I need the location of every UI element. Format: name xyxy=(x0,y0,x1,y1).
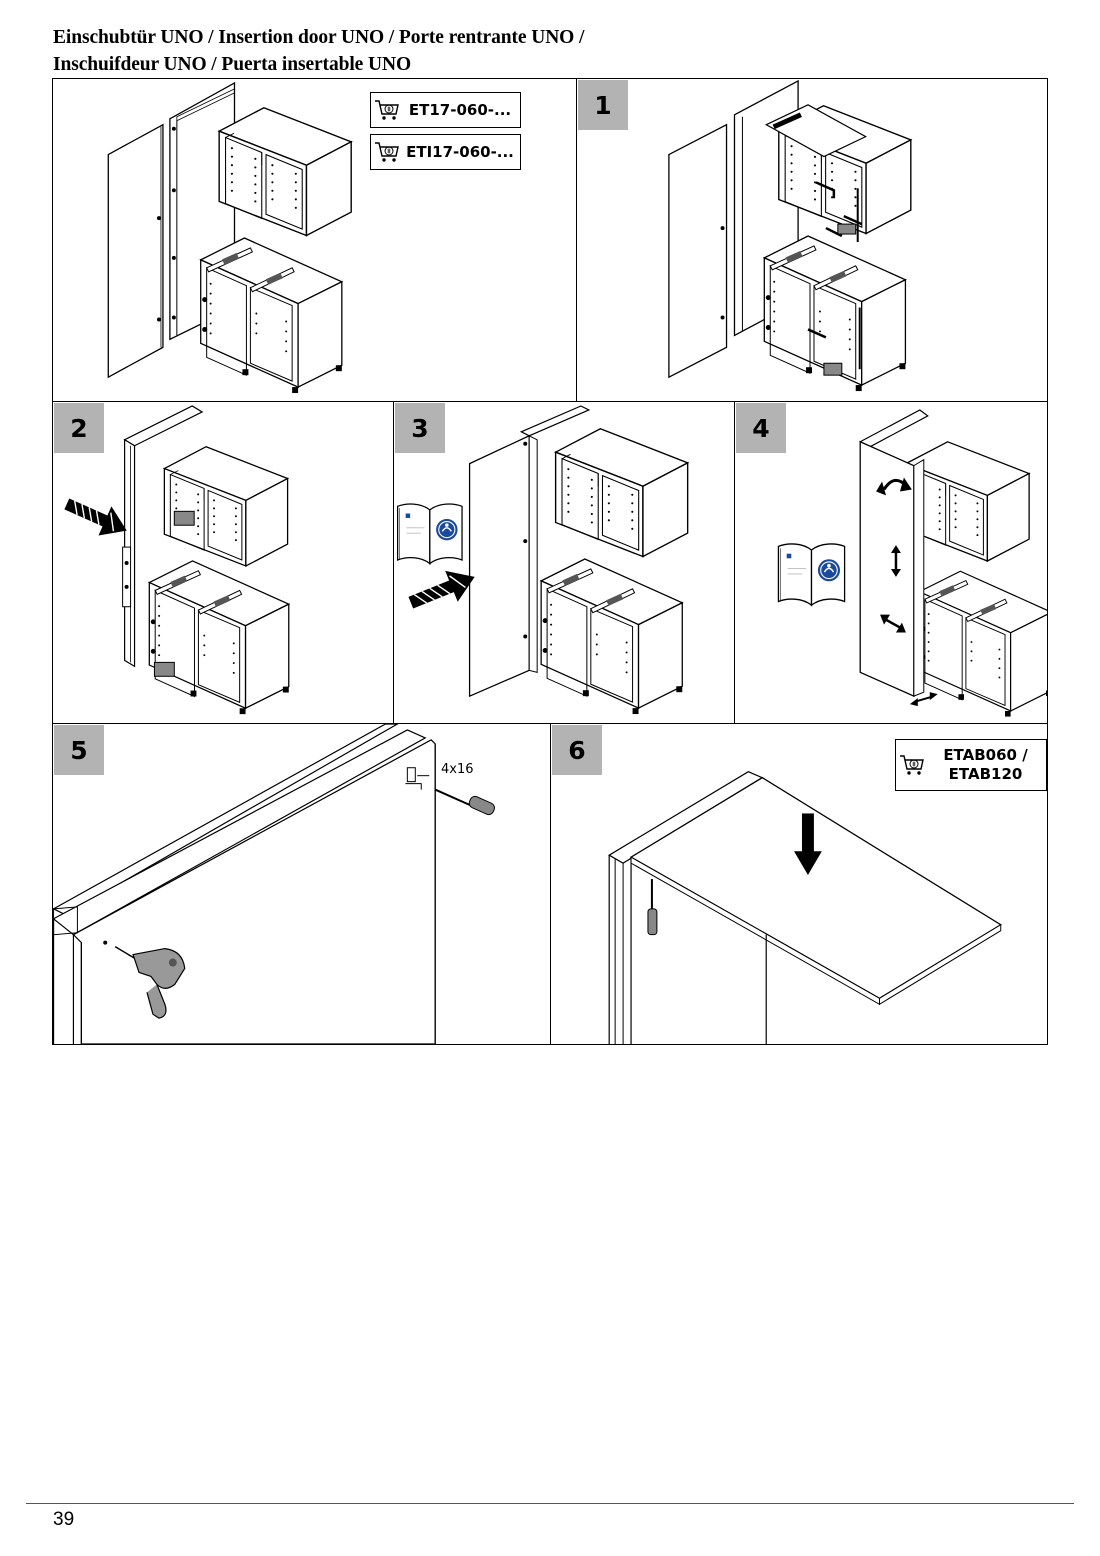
shopping-cart-icon xyxy=(374,141,400,163)
step-number-6: 6 xyxy=(552,725,602,775)
step-6-illustration xyxy=(608,771,1002,1044)
step-number-4: 4 xyxy=(736,403,786,453)
overview-panel: ET17-060-... ETI17-060-... xyxy=(52,78,577,402)
step-5-illustration xyxy=(53,724,496,1044)
step-1-panel: 1 xyxy=(576,78,1048,402)
page-title: Einschubtür UNO / Insertion door UNO / P… xyxy=(53,24,584,78)
manual-book-icon xyxy=(777,543,846,606)
step-2-illustration xyxy=(59,405,290,715)
part-code-door-kit: ET17-060-... xyxy=(408,100,512,119)
shopping-cart-icon xyxy=(374,99,400,121)
screwdriver-icon xyxy=(434,788,496,816)
step-3-illustration xyxy=(396,405,689,715)
part-box-door-kit: ET17-060-... xyxy=(370,92,521,128)
overview-illustration xyxy=(107,81,352,394)
part-code-top-kit: ETAB060 / ETAB120 xyxy=(943,746,1028,783)
step-1-illustration xyxy=(668,79,912,392)
push-arrow-icon xyxy=(59,488,134,546)
step-4-illustration xyxy=(777,409,1047,718)
manual-book-icon xyxy=(396,503,463,565)
drill-icon xyxy=(114,945,186,1019)
title-line-2: Inschuifdeur UNO / Puerta insertable UNO xyxy=(53,54,412,75)
part-box-door-kit-alt: ETI17-060-... xyxy=(370,134,521,170)
shopping-cart-icon xyxy=(899,754,925,776)
step-3-panel: 3 xyxy=(393,401,735,724)
footer-divider xyxy=(26,1503,1074,1504)
down-arrow-icon xyxy=(794,813,822,876)
depth-adjust-arrow-icon xyxy=(880,614,938,707)
screw-spec-label: 4x16 xyxy=(441,762,474,777)
part-code-door-kit-alt: ETI17-060-... xyxy=(406,142,514,161)
part-box-top-kit: ETAB060 / ETAB120 xyxy=(895,739,1047,791)
step-number-1: 1 xyxy=(578,80,628,130)
step-4-panel: 4 xyxy=(734,401,1048,724)
page-number: 39 xyxy=(53,1509,75,1530)
vertical-adjust-arrow-icon xyxy=(891,545,901,577)
step-2-panel: 2 xyxy=(52,401,394,724)
title-line-1: Einschubtür UNO / Insertion door UNO / P… xyxy=(53,27,585,48)
step-number-3: 3 xyxy=(395,403,445,453)
step-number-5: 5 xyxy=(54,725,104,775)
step-6-panel: 6 ETAB060 / ETAB120 xyxy=(550,723,1048,1045)
step-number-2: 2 xyxy=(54,403,104,453)
step-5-panel: 5 4x16 xyxy=(52,723,551,1045)
screwdriver-icon xyxy=(647,879,658,936)
